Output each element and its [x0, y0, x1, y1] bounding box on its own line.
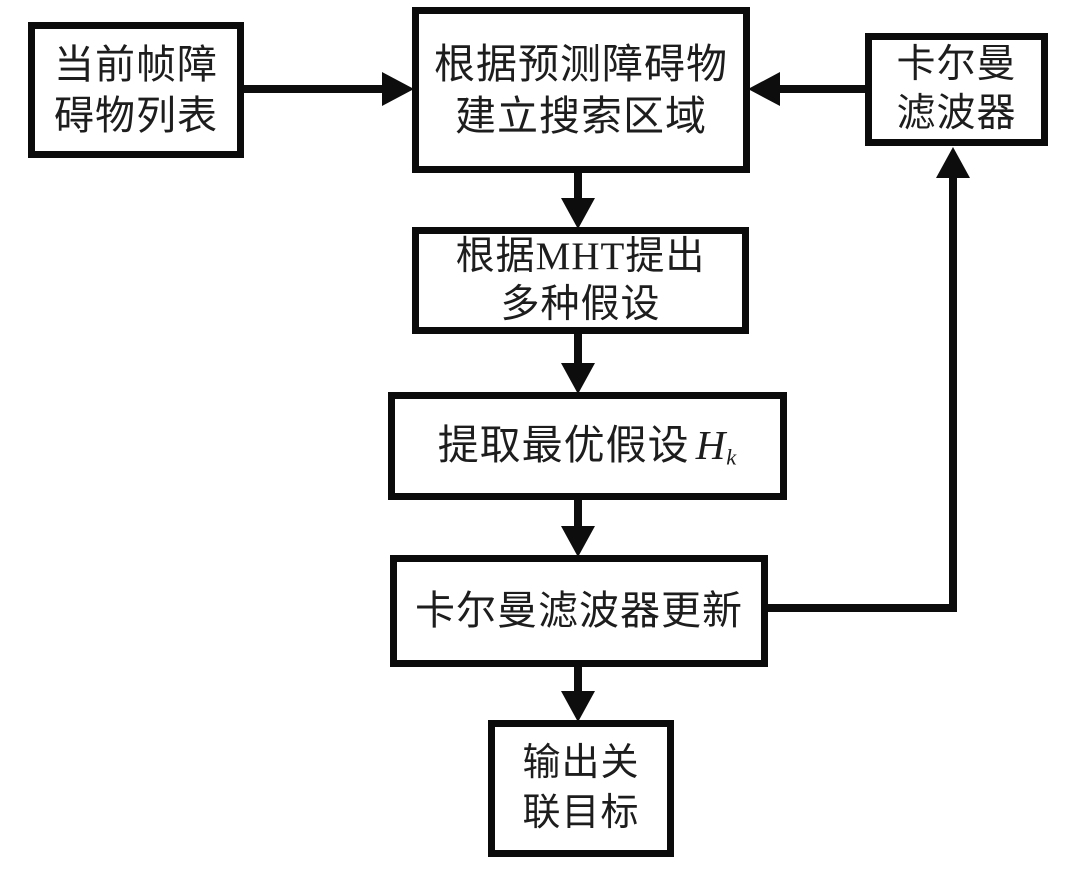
box-build-search-region: 根据预测障碍物 建立搜索区域 — [412, 7, 750, 173]
box-label-line: 联目标 — [522, 791, 640, 834]
arrow-kalman-to-search — [748, 72, 868, 106]
arrow-best-to-update — [561, 496, 595, 557]
box-label-line: 输出关 — [522, 742, 640, 785]
box-kalman-filter: 卡尔曼 滤波器 — [865, 33, 1048, 146]
arrow-mht-to-best — [561, 330, 595, 394]
box-label-line: 碍物列表 — [54, 93, 218, 138]
box-label-line: 卡尔曼滤波器更新 — [415, 588, 743, 634]
box-current-frame-obstacle-list: 当前帧障 碍物列表 — [28, 22, 244, 158]
box-label-line: 根据预测障碍物 — [434, 40, 728, 87]
box-output-associated-targets: 输出关 联目标 — [488, 720, 674, 857]
math-subscript: k — [726, 444, 738, 470]
arrow-search-to-mht — [561, 169, 595, 229]
box-label-text: 提取最优假设 — [437, 422, 690, 469]
box-label-line: 当前帧障 — [54, 41, 218, 87]
math-variable: H — [695, 422, 727, 469]
box-label-line: 根据MHT提出 — [455, 234, 706, 278]
box-mht-hypotheses: 根据MHT提出 多种假设 — [412, 227, 749, 334]
box-label-line: 卡尔曼 — [896, 42, 1017, 86]
box-label-line: 建立搜索区域 — [455, 93, 707, 139]
arrow-update-to-output — [561, 663, 595, 722]
arrow-current-to-search — [240, 72, 414, 106]
box-kalman-filter-update: 卡尔曼滤波器更新 — [390, 555, 768, 667]
arrow-update-to-kalman-feedback — [764, 147, 970, 612]
box-label-line: 滤波器 — [896, 91, 1017, 135]
box-label-line: 多种假设 — [500, 282, 661, 326]
